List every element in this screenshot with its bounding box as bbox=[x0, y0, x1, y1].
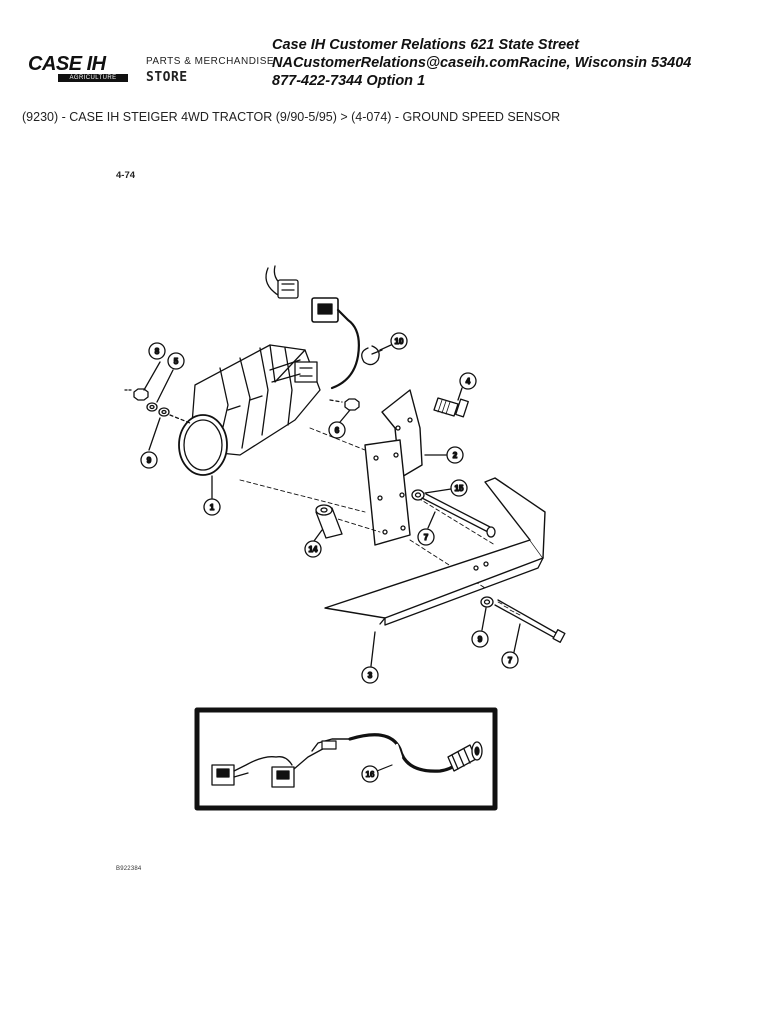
parts-diagram: 8 5 9 1 10 6 4 2 15 bbox=[124, 265, 566, 684]
callout-4-label: 4 bbox=[466, 377, 471, 386]
callout-16: 16 bbox=[361, 764, 393, 783]
bracket-plate-2 bbox=[364, 389, 423, 546]
callout-7a: 7 bbox=[417, 511, 436, 546]
callout-16-label: 16 bbox=[366, 770, 375, 779]
store-line2: STORE bbox=[146, 70, 188, 85]
case-ih-logo[interactable]: CASE IH AGRICULTURE bbox=[28, 54, 128, 84]
contact-info: Case IH Customer Relations 621 State Str… bbox=[272, 36, 691, 90]
callout-9b-label: 9 bbox=[478, 635, 483, 644]
callout-5-label: 5 bbox=[174, 357, 179, 366]
breadcrumb: (9230) - CASE IH STEIGER 4WD TRACTOR (9/… bbox=[22, 110, 561, 124]
contact-line-2[interactable]: NACustomerRelations@caseih.comRacine, Wi… bbox=[272, 55, 692, 71]
washer-9-lower bbox=[480, 596, 494, 608]
sensor-connector bbox=[265, 265, 360, 390]
logo-text: CASE IH bbox=[28, 53, 106, 75]
callout-1-label: 1 bbox=[210, 503, 215, 512]
callout-2: 2 bbox=[424, 446, 464, 464]
nut-and-washers-left bbox=[124, 388, 191, 424]
cable-clip-10 bbox=[361, 345, 383, 366]
bolt-7-upper bbox=[421, 493, 496, 538]
callout-7a-label: 7 bbox=[424, 533, 429, 542]
callout-6: 6 bbox=[328, 409, 351, 439]
callout-4: 4 bbox=[457, 372, 477, 401]
callout-9a: 9 bbox=[140, 417, 161, 469]
logo-subtext: AGRICULTURE bbox=[58, 74, 128, 82]
harness-round-connector bbox=[447, 741, 483, 772]
callout-7b: 7 bbox=[501, 623, 521, 669]
harness-cable bbox=[311, 733, 464, 773]
callout-3: 3 bbox=[361, 631, 379, 684]
callout-10-label: 10 bbox=[395, 337, 404, 346]
base-bracket-3 bbox=[324, 477, 546, 626]
callout-6-label: 6 bbox=[335, 426, 340, 435]
callout-10: 10 bbox=[379, 332, 408, 351]
callout-14: 14 bbox=[304, 529, 323, 558]
harness-connector-left bbox=[211, 756, 277, 786]
callout-1: 1 bbox=[203, 475, 221, 516]
callout-14-label: 14 bbox=[309, 545, 318, 554]
figure-code: B922384 bbox=[116, 866, 142, 872]
callout-15: 15 bbox=[424, 479, 468, 497]
callout-8-label: 8 bbox=[155, 347, 160, 356]
callout-15-label: 15 bbox=[455, 484, 464, 493]
page-number: 4-74 bbox=[116, 170, 136, 181]
spacer-14 bbox=[315, 504, 343, 539]
harness-connector-right bbox=[271, 744, 331, 788]
contact-line-1: Case IH Customer Relations 621 State Str… bbox=[272, 37, 580, 53]
callout-7b-label: 7 bbox=[508, 656, 513, 665]
nut-6 bbox=[329, 398, 360, 411]
bolt-7-lower bbox=[494, 599, 566, 643]
washer-15 bbox=[411, 489, 425, 501]
callout-5: 5 bbox=[156, 352, 185, 403]
contact-line-3: 877-422-7344 Option 1 bbox=[272, 73, 426, 89]
callout-9a-label: 9 bbox=[147, 456, 152, 465]
callout-3-label: 3 bbox=[368, 671, 373, 680]
wiring-harness-inset: 16 bbox=[194, 707, 498, 811]
ground-speed-sensor-body bbox=[178, 344, 321, 476]
callout-2-label: 2 bbox=[453, 451, 458, 460]
callout-9b: 9 bbox=[471, 607, 489, 648]
store-line1: PARTS & MERCHANDISE bbox=[146, 56, 275, 67]
callout-8: 8 bbox=[143, 342, 166, 391]
bolt-4 bbox=[433, 397, 469, 418]
